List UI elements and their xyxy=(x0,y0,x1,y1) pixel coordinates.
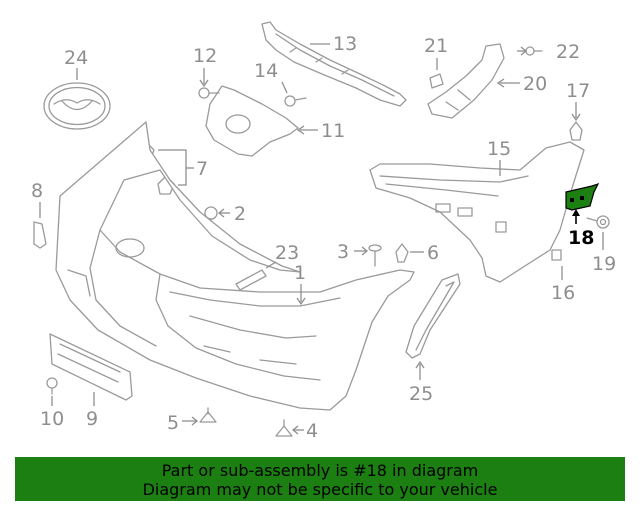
part-10-fastener: 10 xyxy=(40,377,64,430)
part-5-clip: 5 xyxy=(167,407,217,434)
callout-16[interactable]: 16 xyxy=(551,282,575,304)
part-8-piece: 8 xyxy=(31,180,47,249)
callout-19[interactable]: 19 xyxy=(592,253,616,275)
part-13-retainer: 13 xyxy=(261,21,407,107)
part-6-clip: 6 xyxy=(395,242,439,264)
callout-7[interactable]: 7 xyxy=(196,158,208,180)
part-25-garnish: 25 xyxy=(405,273,461,405)
part-12-bolt: 12 xyxy=(193,45,220,99)
part-11-bracket: 11 xyxy=(205,85,345,157)
part-14-bolt: 14 xyxy=(254,60,307,107)
part-3-pin: 3 xyxy=(337,241,382,267)
part-24-emblem: 24 xyxy=(43,47,111,130)
callout-6[interactable]: 6 xyxy=(427,242,439,264)
callout-4[interactable]: 4 xyxy=(306,420,318,442)
callout-21[interactable]: 21 xyxy=(424,35,448,57)
part-1-bumper-cover: 1 xyxy=(55,121,415,411)
callout-24[interactable]: 24 xyxy=(64,47,88,69)
callout-9[interactable]: 9 xyxy=(86,408,98,430)
callout-1[interactable]: 1 xyxy=(294,262,306,284)
callout-13[interactable]: 13 xyxy=(333,33,357,55)
part-21-clip: 21 xyxy=(424,35,448,89)
part-23-strip: 23 xyxy=(235,242,299,291)
banner-line-1: Part or sub-assembly is #18 in diagram xyxy=(161,461,479,480)
callout-15[interactable]: 15 xyxy=(487,138,511,160)
callout-2[interactable]: 2 xyxy=(234,203,246,225)
banner-line-2: Diagram may not be specific to your vehi… xyxy=(142,480,498,499)
callout-5[interactable]: 5 xyxy=(167,412,179,434)
callout-23[interactable]: 23 xyxy=(275,242,299,264)
part-19-screw: 19 xyxy=(586,215,616,275)
callout-25[interactable]: 25 xyxy=(409,383,433,405)
part-22-screw: 22 xyxy=(517,41,580,63)
callout-3[interactable]: 3 xyxy=(337,241,349,263)
part-16-nut: 16 xyxy=(551,249,575,304)
info-banner: Part or sub-assembly is #18 in diagram D… xyxy=(15,457,625,501)
callout-17[interactable]: 17 xyxy=(566,80,590,102)
part-4-pin: 4 xyxy=(275,419,318,442)
part-18-highlighted[interactable]: 18 xyxy=(565,182,600,249)
part-9-bracket: 9 xyxy=(49,333,133,430)
callout-22[interactable]: 22 xyxy=(556,41,580,63)
callout-18[interactable]: 18 xyxy=(568,227,594,249)
callout-20[interactable]: 20 xyxy=(523,73,547,95)
callout-8[interactable]: 8 xyxy=(31,180,43,202)
part-17-clip: 17 xyxy=(566,80,590,141)
part-20-bracket: 20 xyxy=(427,43,547,119)
part-15-support: 15 xyxy=(369,138,585,283)
callout-12[interactable]: 12 xyxy=(193,45,217,67)
parts-diagram: 24 12 13 14 11 21 xyxy=(31,21,616,442)
callout-11[interactable]: 11 xyxy=(321,120,345,142)
callout-14[interactable]: 14 xyxy=(254,60,278,82)
callout-10[interactable]: 10 xyxy=(40,408,64,430)
